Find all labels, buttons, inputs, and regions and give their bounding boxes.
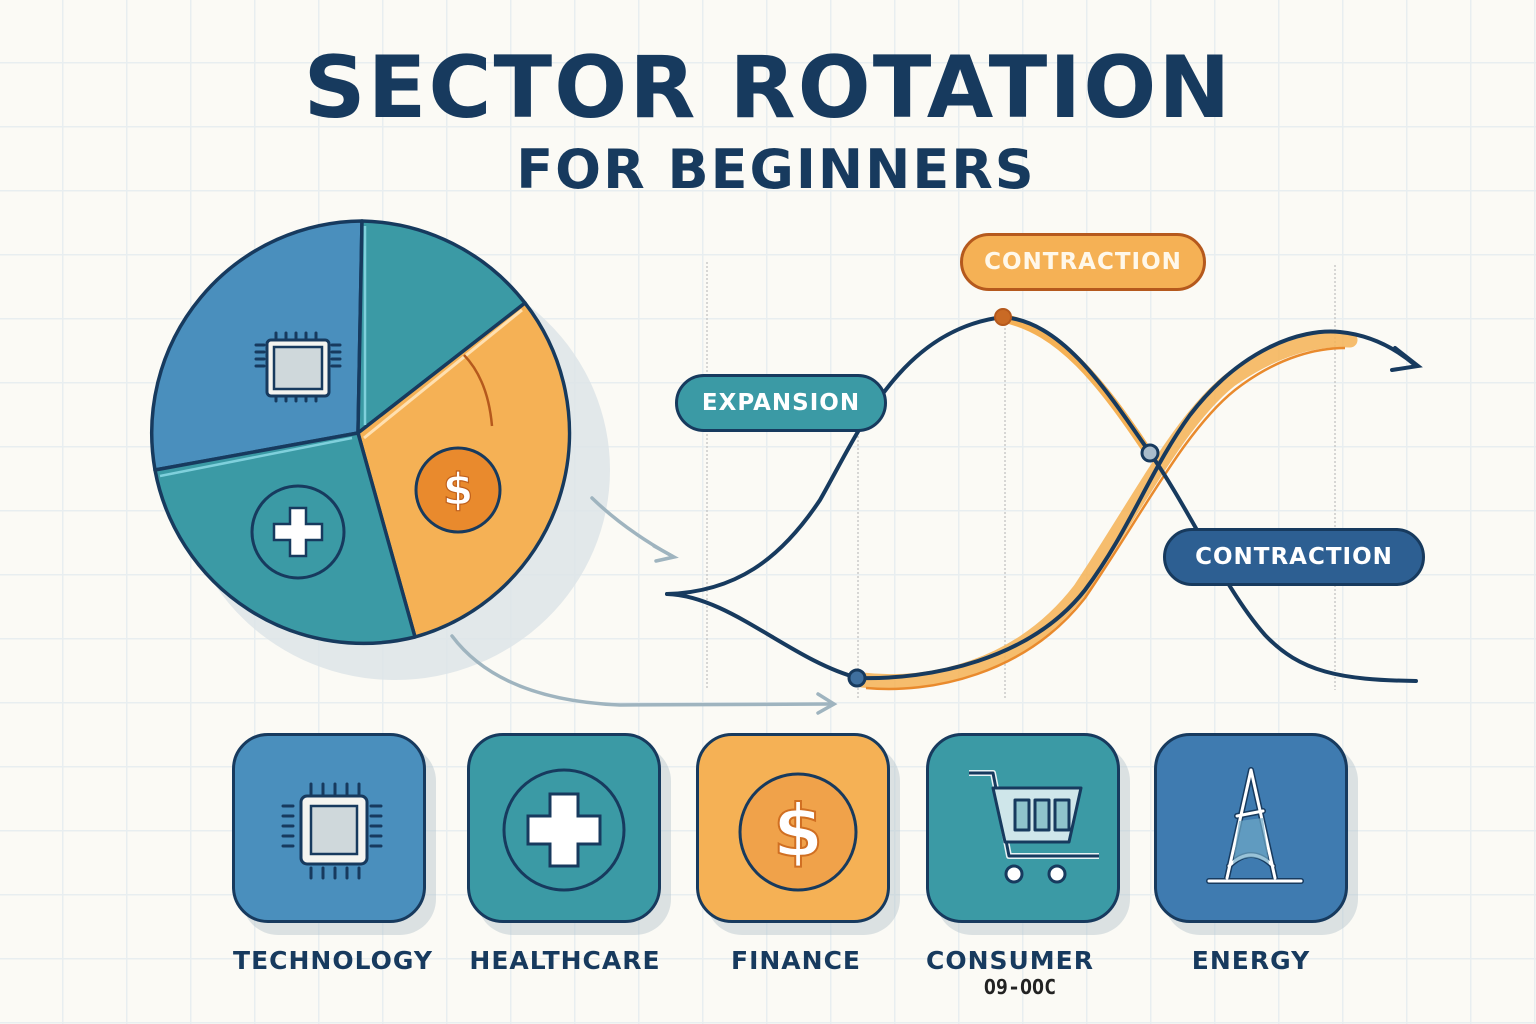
contraction-label-top: CONTRACTION [960, 233, 1206, 291]
page-title: SECTOR ROTATION [303, 38, 1233, 138]
crossover-marker [1140, 443, 1160, 463]
pie-highlight [363, 308, 523, 440]
sector-label-consumer: CONSUMER [925, 946, 1095, 975]
sector-tile-consumer [926, 733, 1120, 923]
connector-arrows [450, 496, 838, 715]
sector-tile-technology [232, 733, 426, 923]
dollar-coin-icon: $ [414, 446, 502, 534]
chip-icon [281, 782, 383, 880]
sector-label-healthcare: HEALTHCARE [469, 946, 661, 975]
medical-cross-icon [250, 484, 346, 580]
expansion-label: EXPANSION [675, 374, 887, 432]
sector-tile-healthcare [467, 733, 661, 923]
pie-highlight [159, 436, 353, 478]
pie-chart [150, 219, 572, 646]
oil-rig-icon [1206, 767, 1304, 884]
peak-marker [994, 308, 1012, 326]
trough-marker [847, 668, 867, 688]
pie-slice-teal-top [356, 219, 527, 435]
shopping-cart-icon [969, 770, 1099, 884]
svg-text:$: $ [773, 789, 823, 873]
consumer-sublabel: O9-OOC [983, 975, 1057, 999]
chip-icon [254, 331, 342, 403]
cycle-guides [706, 262, 1336, 700]
page-subtitle: FOR BEGINNERS [516, 138, 1036, 201]
sector-tile-finance: $ [696, 733, 890, 923]
medical-cross-icon [502, 768, 626, 892]
sector-label-finance: FINANCE [731, 946, 861, 975]
orange-cycle-band [854, 313, 1358, 691]
svg-text:$: $ [443, 464, 474, 515]
sector-tile-energy [1154, 733, 1348, 923]
dollar-coin-icon: $ [738, 772, 858, 892]
contraction-label-bottom: CONTRACTION [1163, 528, 1425, 586]
sector-label-technology: TECHNOLOGY [233, 946, 433, 975]
sector-label-energy: ENERGY [1191, 946, 1311, 975]
pie-accent-line [463, 354, 494, 427]
